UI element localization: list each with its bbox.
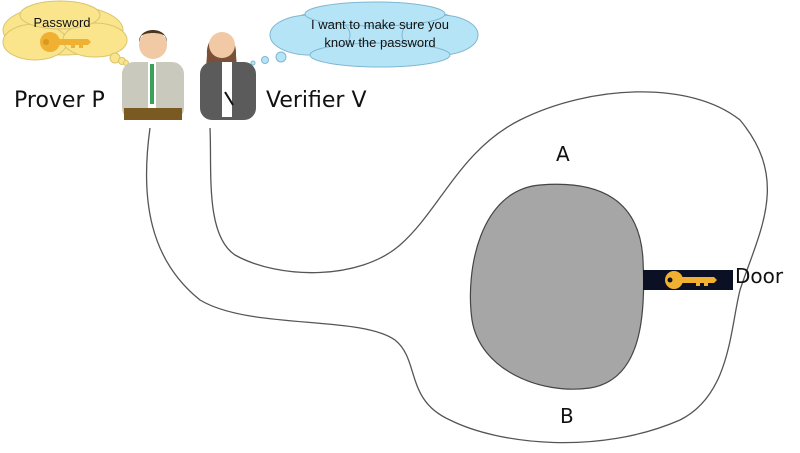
prover-person-icon	[122, 30, 184, 120]
verifier-thought-bubble	[250, 1, 479, 68]
password-key-icon	[40, 32, 91, 52]
door-label: Door	[735, 264, 784, 288]
cave-path	[145, 91, 769, 444]
verifier-thought-text: I want to make sure you know the passwor…	[310, 17, 449, 50]
verifier-label: Verifier V	[266, 88, 367, 113]
path-a-label: A	[556, 142, 570, 166]
prover-thought-text: Password	[33, 15, 91, 30]
verifier-person-icon	[200, 32, 256, 120]
door-key-icon	[665, 271, 717, 289]
rock	[469, 183, 645, 390]
path-b-label: B	[560, 404, 574, 428]
prover-label: Prover P	[14, 88, 105, 113]
prover-thought-bubble	[2, 0, 129, 66]
